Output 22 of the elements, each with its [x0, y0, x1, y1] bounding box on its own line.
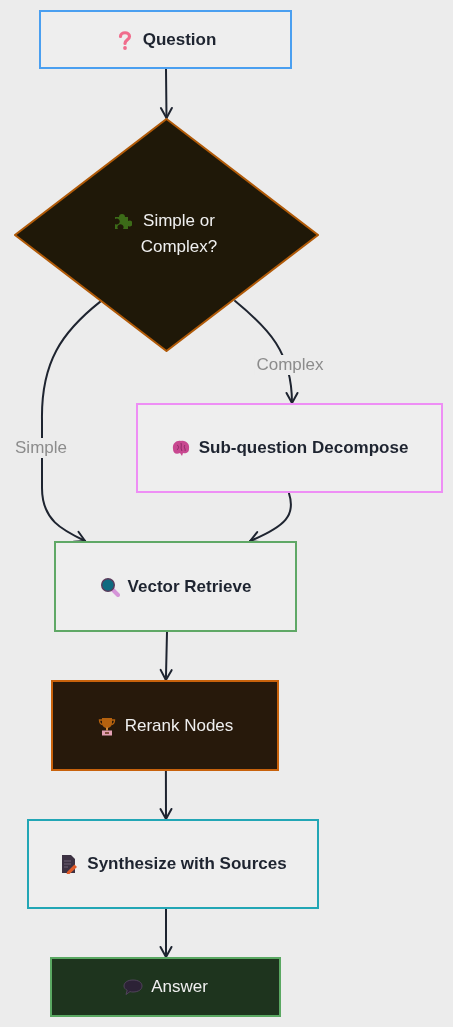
process-box — [39, 10, 292, 69]
arrow — [41, 300, 101, 543]
arrow — [249, 492, 292, 544]
node-label: Vector Retrieve — [127, 575, 252, 598]
process-box — [27, 819, 319, 909]
edge-label: Simple — [13, 438, 69, 458]
edge-label: Complex — [254, 355, 326, 375]
node-label: Answer — [151, 976, 208, 998]
node-label: Rerank Nodes — [124, 714, 234, 737]
process-box — [54, 541, 297, 632]
process-box — [50, 957, 281, 1017]
process-box — [136, 403, 443, 493]
process-box — [51, 680, 279, 771]
node-label: Synthesize with Sources — [87, 853, 287, 875]
decision-diamond — [14, 118, 319, 352]
node-label: Sub-question Decompose — [198, 437, 409, 459]
arrow — [159, 908, 173, 958]
node-label: Simple or Complex? — [139, 210, 219, 258]
arrow — [159, 631, 173, 681]
arrow — [159, 68, 173, 119]
node-label: Question — [142, 28, 217, 51]
arrow — [159, 770, 173, 820]
